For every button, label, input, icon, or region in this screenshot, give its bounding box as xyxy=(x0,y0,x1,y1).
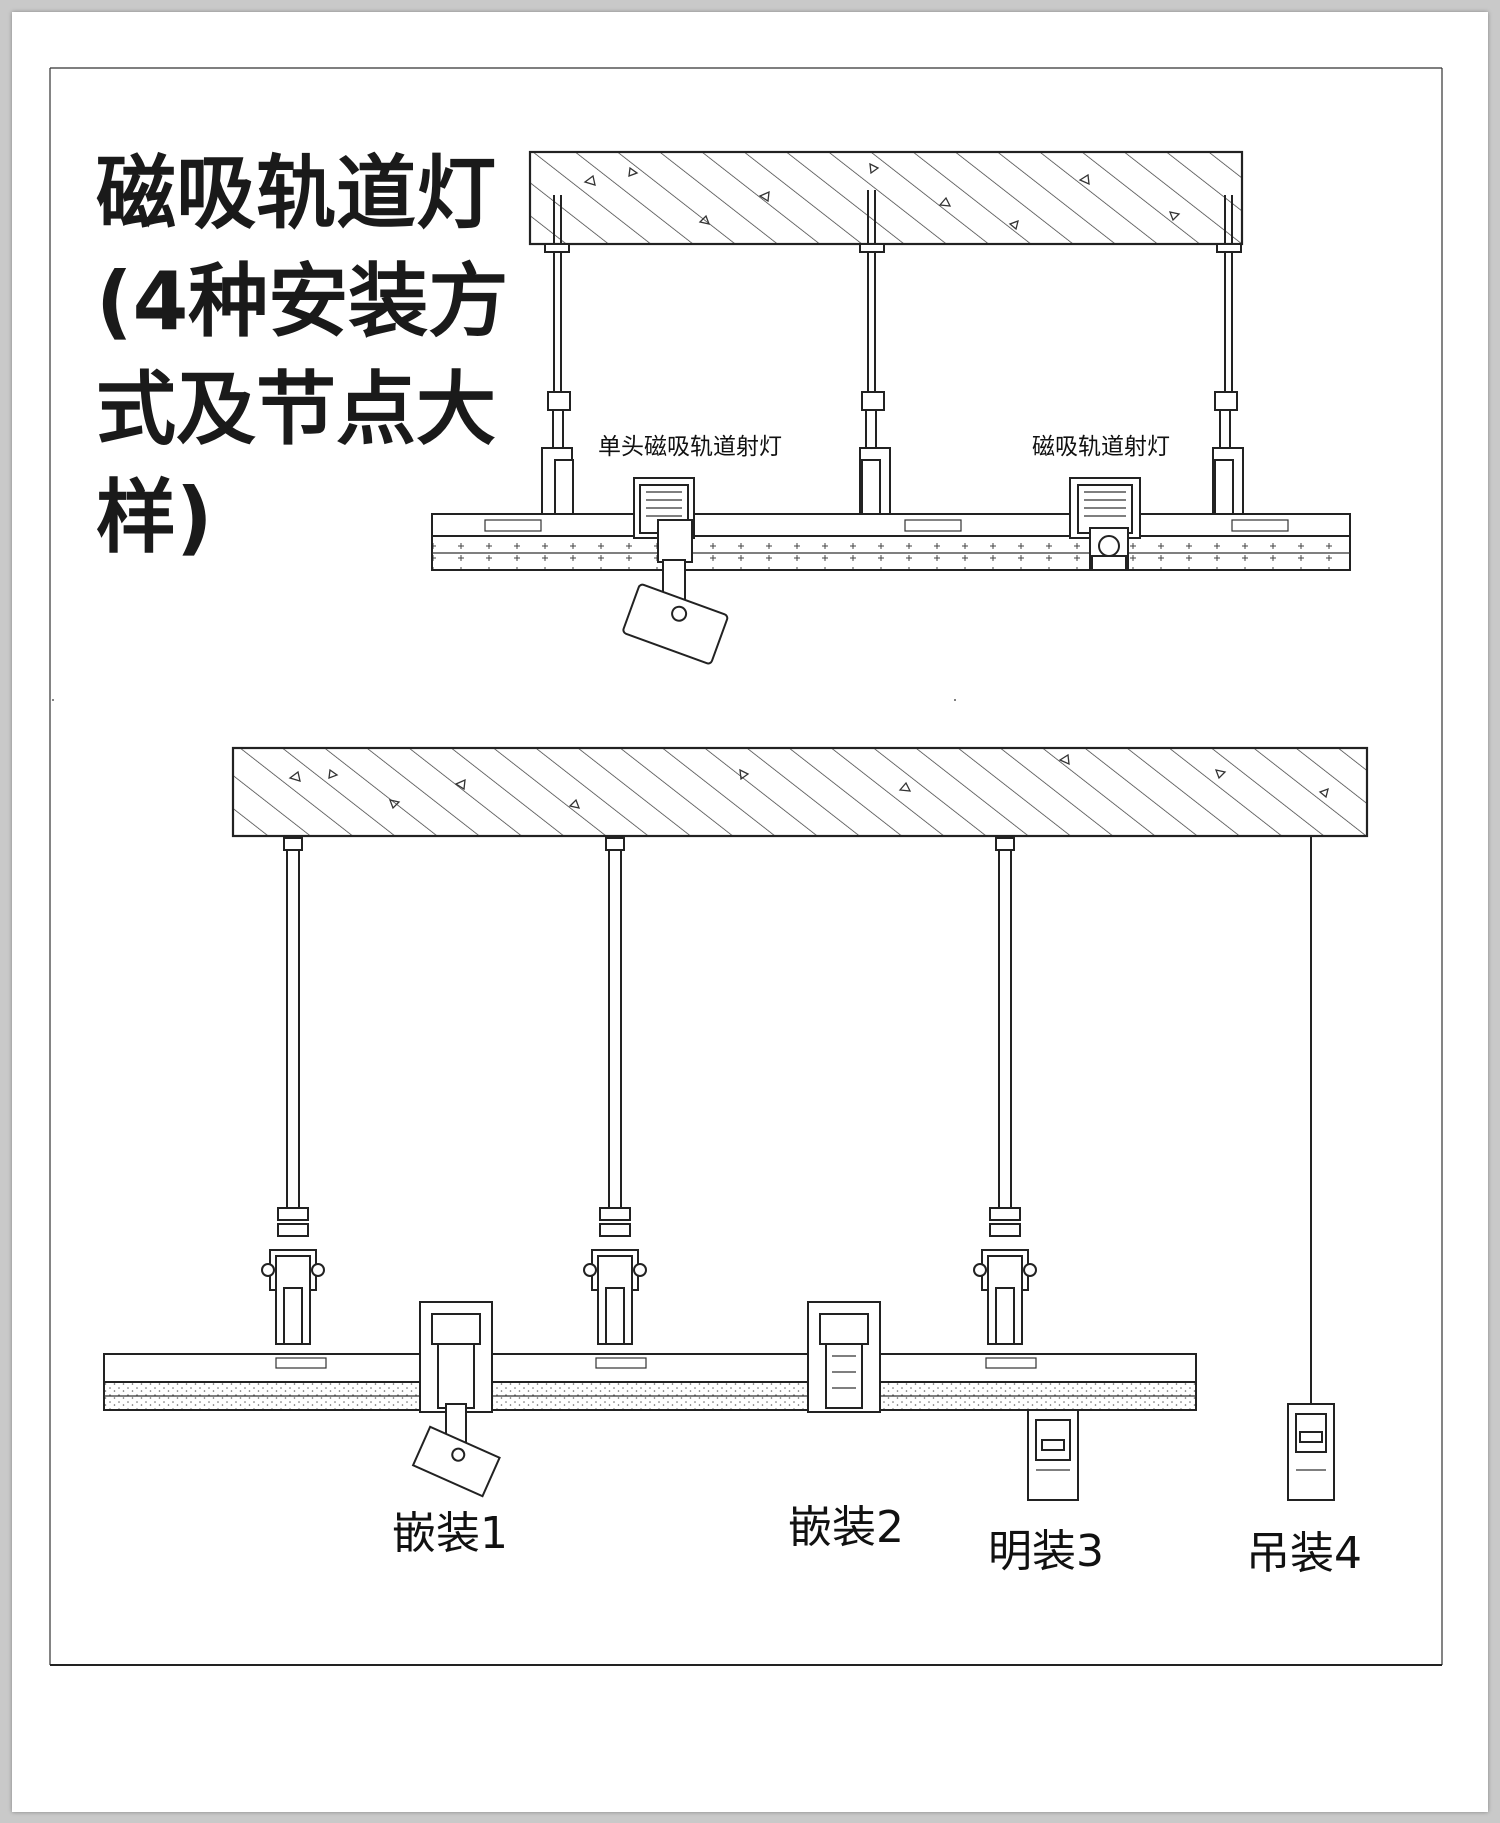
bottom-concrete-slab xyxy=(231,746,1369,838)
top-detail: 单头磁吸轨道射灯 磁吸轨道射灯 xyxy=(431,150,1351,665)
page-title: 磁吸轨道灯 (4种安装方 式及节点大 样) xyxy=(96,140,508,572)
install-1-recessed-track xyxy=(411,1301,501,1498)
label-magnetic-spotlight: 磁吸轨道射灯 xyxy=(1032,434,1170,460)
top-hanger-rods xyxy=(541,190,1244,517)
top-right-track-fixture xyxy=(1069,477,1141,571)
label-install-3: 明装3 xyxy=(988,1526,1104,1577)
bottom-hanger-rods xyxy=(261,836,1312,1404)
title-line-2: (4种安装方 xyxy=(96,255,509,348)
install-2-recessed-track xyxy=(807,1301,881,1413)
top-ceiling-layers xyxy=(431,513,1351,571)
bottom-detail: 嵌装1 嵌装2 明装3 吊装4 xyxy=(103,746,1369,1579)
title-line-1: 磁吸轨道灯 xyxy=(96,147,496,240)
title-line-3: 式及节点大 xyxy=(96,363,496,456)
label-single-head-magnetic-spotlight: 单头磁吸轨道射灯 xyxy=(598,434,782,460)
construction-diagram: 单头磁吸轨道射灯 磁吸轨道射灯 xyxy=(49,67,1443,1666)
label-install-4: 吊装4 xyxy=(1246,1528,1362,1579)
title-line-4: 样) xyxy=(96,471,213,564)
top-concrete-slab xyxy=(528,150,1244,246)
install-4-pendant-track xyxy=(1287,1403,1335,1501)
label-install-1: 嵌装1 xyxy=(392,1508,508,1559)
top-left-track-fixture xyxy=(622,477,729,665)
label-install-2: 嵌装2 xyxy=(788,1502,904,1553)
sheet-frame xyxy=(49,67,1443,1666)
drawing-sheet: 磁吸轨道灯 (4种安装方 式及节点大 样) xyxy=(12,12,1488,1812)
bottom-ceiling-layers xyxy=(103,1353,1197,1411)
install-3-surface-track xyxy=(1027,1409,1079,1501)
